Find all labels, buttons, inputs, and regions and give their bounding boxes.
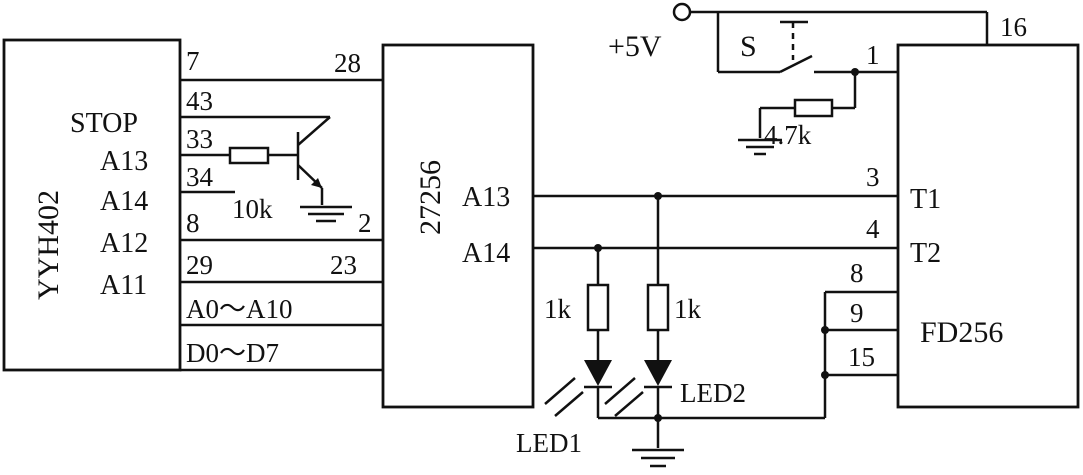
label-4k7: 4.7k bbox=[764, 120, 812, 150]
label-a12: A12 bbox=[100, 228, 148, 259]
label-stop: STOP bbox=[70, 108, 138, 139]
vcc-terminal bbox=[672, 2, 692, 22]
ground-rail bbox=[598, 290, 898, 468]
transistor-stage bbox=[228, 116, 352, 223]
address-lines bbox=[533, 192, 898, 252]
pin-8-fd: 8 bbox=[850, 258, 864, 288]
pin-1: 1 bbox=[866, 40, 880, 70]
label-a13-eprom: A13 bbox=[462, 182, 510, 213]
pin-23: 23 bbox=[330, 250, 357, 280]
label-switch: S bbox=[740, 30, 757, 63]
pin-3: 3 bbox=[866, 162, 880, 192]
label-a11: A11 bbox=[100, 270, 147, 301]
label-led2: LED2 bbox=[680, 378, 746, 408]
resistor-10k bbox=[228, 146, 270, 165]
pin-34: 34 bbox=[186, 162, 214, 192]
fd256-chip bbox=[896, 43, 1080, 409]
pin-8-yyh: 8 bbox=[186, 208, 200, 238]
bus-wires bbox=[180, 78, 383, 372]
pin-29: 29 bbox=[186, 250, 213, 280]
power-switch bbox=[672, 2, 989, 156]
led2 bbox=[644, 360, 672, 386]
label-a13-yyh: A13 bbox=[100, 146, 148, 177]
pin-16: 16 bbox=[1000, 12, 1027, 42]
pin-28: 28 bbox=[334, 48, 361, 78]
pin-15: 15 bbox=[848, 342, 875, 372]
eprom-27256-chip bbox=[381, 43, 535, 409]
switch-s bbox=[779, 54, 813, 74]
label-1k-left: 1k bbox=[544, 294, 572, 324]
pin-43: 43 bbox=[186, 86, 213, 116]
pin-9: 9 bbox=[850, 298, 864, 328]
label-vcc: +5V bbox=[608, 30, 662, 63]
label-a14-eprom: A14 bbox=[462, 238, 510, 269]
label-a14-yyh: A14 bbox=[100, 186, 148, 217]
label-t2: T2 bbox=[910, 238, 941, 269]
resistor-4k7 bbox=[793, 98, 834, 118]
resistor-led2 bbox=[646, 283, 670, 332]
label-10k: 10k bbox=[232, 194, 273, 224]
chip-name-27256: 27256 bbox=[414, 160, 447, 235]
label-1k-right: 1k bbox=[674, 294, 702, 324]
yyh402-chip bbox=[2, 38, 182, 372]
resistor-led1 bbox=[586, 283, 610, 332]
led1-branch bbox=[544, 248, 612, 418]
pin-33: 33 bbox=[186, 124, 213, 154]
led1 bbox=[584, 360, 612, 386]
led2-branch bbox=[604, 196, 672, 418]
bus-data: D0～D7 bbox=[186, 338, 279, 368]
chip-name-yyh402: YYH402 bbox=[32, 190, 65, 300]
pin-7: 7 bbox=[186, 46, 200, 76]
bus-address: A0～A10 bbox=[186, 294, 293, 324]
label-led1: LED1 bbox=[516, 428, 582, 458]
pin-4: 4 bbox=[866, 214, 880, 244]
label-t1: T1 bbox=[910, 184, 941, 215]
chip-name-fd256: FD256 bbox=[920, 316, 1003, 349]
pin-2: 2 bbox=[358, 208, 372, 238]
